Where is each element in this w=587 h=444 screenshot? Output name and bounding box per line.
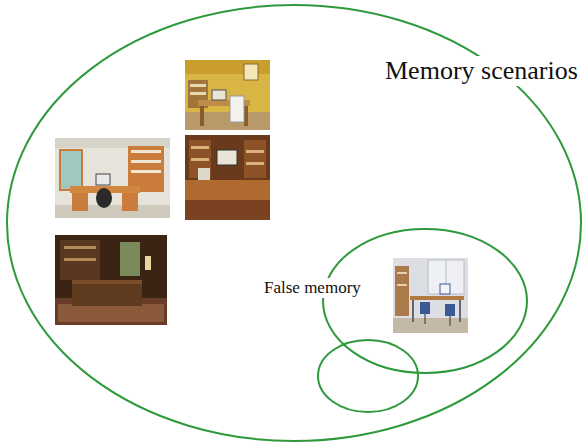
false-memory-ellipse: False memory (322, 228, 528, 374)
ellipse-outline (322, 228, 528, 374)
office-photo (185, 135, 270, 220)
office-photo (55, 138, 170, 218)
region-label: False memory (262, 278, 363, 298)
region-ellipse (318, 340, 418, 412)
scenario-ellipse: Memory scenariosFalse memory (6, 4, 582, 442)
office-photo (185, 60, 270, 130)
region-title: Memory scenarios (383, 56, 580, 86)
office-photo (393, 258, 468, 333)
office-photo (55, 235, 167, 325)
